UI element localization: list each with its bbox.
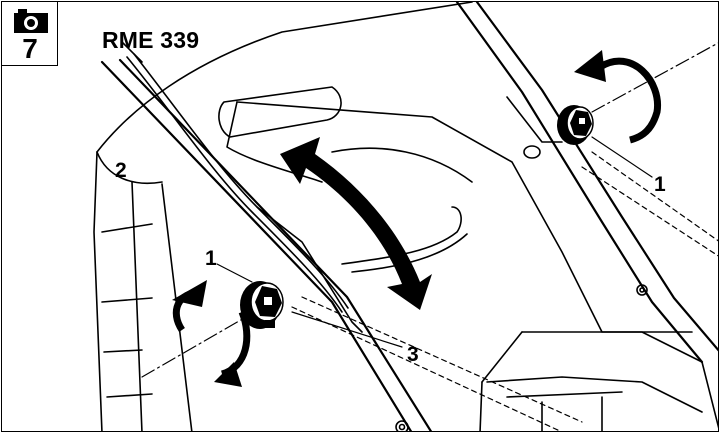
left-handle-bar bbox=[100, 60, 413, 431]
leader-3 bbox=[291, 311, 403, 348]
callout-3: 3 bbox=[407, 343, 419, 366]
cable bbox=[126, 56, 343, 313]
swing-double-arrow bbox=[280, 137, 432, 310]
vent-slot bbox=[218, 86, 342, 138]
callout-1-left: 1 bbox=[205, 247, 217, 270]
star-knob-left bbox=[240, 281, 284, 329]
leader-1-right bbox=[591, 136, 653, 178]
bolt-right bbox=[636, 284, 648, 296]
leader-1-left bbox=[216, 263, 253, 283]
rotate-arrow-right bbox=[598, 57, 662, 144]
right-handle-bar bbox=[455, 2, 704, 364]
rear-flap bbox=[521, 331, 718, 429]
model-label: RME 339 bbox=[102, 27, 200, 53]
callout-1-right: 1 bbox=[654, 173, 666, 196]
mower-body-left-side bbox=[93, 151, 103, 431]
figure-badge: 7 bbox=[2, 2, 58, 66]
callout-2: 2 bbox=[115, 159, 127, 182]
star-knob-right bbox=[557, 105, 594, 145]
hood-panel bbox=[236, 101, 693, 333]
figure-number: 7 bbox=[22, 33, 38, 64]
bolt-bottom bbox=[395, 420, 409, 431]
camera-icon bbox=[14, 9, 48, 33]
mower-body-outline bbox=[96, 2, 473, 153]
rotate-arrow-left bbox=[172, 288, 251, 378]
